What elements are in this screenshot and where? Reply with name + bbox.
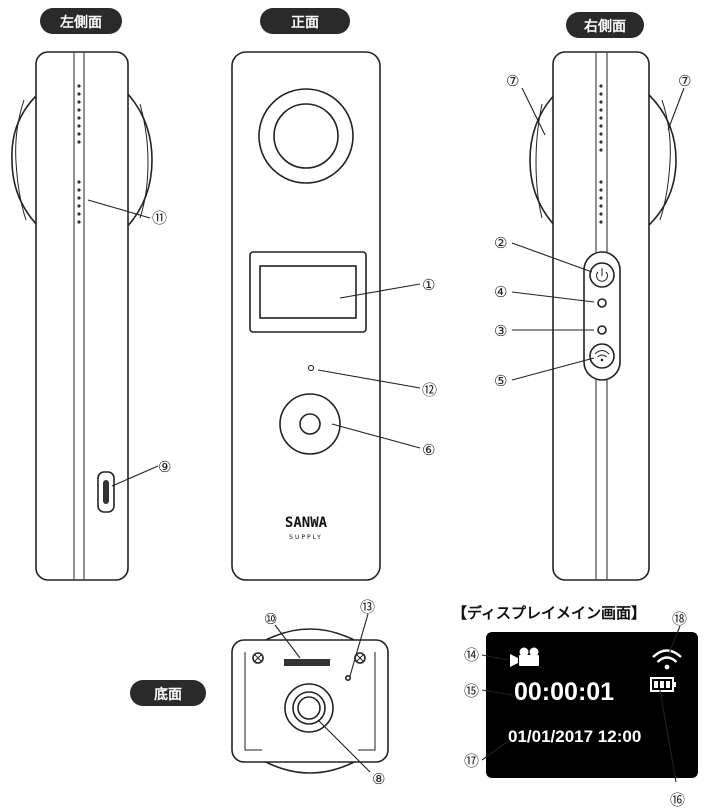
- left-lens-dome-left: [11, 90, 41, 230]
- screw-right: [354, 652, 366, 664]
- microsd-slot: [284, 659, 330, 666]
- leader-lines: [87, 87, 685, 783]
- callout-9: ⑨: [158, 458, 171, 476]
- callout-2: ②: [494, 234, 507, 252]
- video-camera-icon: [510, 647, 539, 667]
- left-body: [35, 51, 129, 581]
- label-right-view: 右側面: [566, 12, 644, 38]
- callout-1: ①: [422, 276, 435, 294]
- callout-3: ③: [494, 322, 507, 340]
- front-lens-inner: [273, 103, 339, 169]
- display-main-screen: 00:00:01 01/01/2017 12:00: [486, 632, 698, 778]
- status-lamp-lower: [597, 325, 607, 335]
- power-icon: [596, 268, 608, 282]
- recording-time: 00:00:01: [514, 678, 614, 706]
- callout-7-right: ⑦: [678, 72, 691, 90]
- right-lens-dome-left: [529, 90, 558, 230]
- callout-10: ⑩: [264, 610, 277, 628]
- callout-8: ⑧: [372, 770, 385, 788]
- label-bottom-view: 底面: [130, 680, 206, 706]
- callout-14: ⑭: [464, 646, 479, 664]
- wifi-button: [589, 343, 615, 369]
- callout-5: ⑤: [494, 372, 507, 390]
- label-front-view: 正面: [260, 8, 350, 34]
- callout-11: ⑪: [152, 209, 167, 227]
- callout-15: ⑮: [464, 682, 479, 700]
- brand-logo-sub: SUPPLY: [289, 534, 323, 541]
- bottom-view: [231, 628, 389, 774]
- right-lens-dome-right: [645, 90, 677, 230]
- wifi-icon: [594, 350, 610, 362]
- left-side-view: [11, 51, 153, 581]
- svg-text:右側面: 右側面: [583, 18, 626, 35]
- callout-6: ⑥: [422, 441, 435, 459]
- callout-numbers: ⑪ ⑨ ① ⑫ ⑥ ⑦ ⑦ ② ④ ③ ⑤ ⑩ ⑬ ⑧ ⑭ ⑮ ⑰ ⑯ ⑱: [152, 72, 691, 809]
- label-left-view: 左側面: [40, 8, 122, 34]
- right-side-view: [529, 51, 677, 581]
- svg-text:左側面: 左側面: [59, 14, 102, 31]
- callout-17: ⑰: [464, 752, 479, 770]
- callout-18: ⑱: [672, 610, 687, 628]
- speaker-holes-left: [77, 84, 81, 224]
- callout-4: ④: [494, 283, 507, 301]
- shutter-button-inner: [299, 413, 321, 435]
- battery-icon: [650, 677, 676, 692]
- lcd-display-screen: [259, 265, 357, 319]
- date-time: 01/01/2017 12:00: [508, 727, 641, 746]
- front-indicator-lamp: [307, 364, 315, 372]
- svg-text:正面: 正面: [291, 15, 319, 31]
- front-view: SANWA SUPPLY: [231, 51, 381, 581]
- display-heading: 【ディスプレイメイン画面】: [452, 604, 646, 622]
- reset-hole: [344, 674, 351, 681]
- wifi-signal-icon: [652, 649, 682, 670]
- screw-left: [252, 652, 264, 664]
- callout-12: ⑫: [422, 381, 437, 399]
- brand-logo: SANWA: [285, 515, 328, 531]
- svg-text:底面: 底面: [154, 686, 182, 703]
- status-lamp-upper: [597, 298, 607, 308]
- callout-7-left: ⑦: [506, 72, 519, 90]
- callout-16: ⑯: [670, 791, 685, 809]
- speaker-holes-right: [599, 84, 603, 224]
- callout-13: ⑬: [360, 598, 375, 616]
